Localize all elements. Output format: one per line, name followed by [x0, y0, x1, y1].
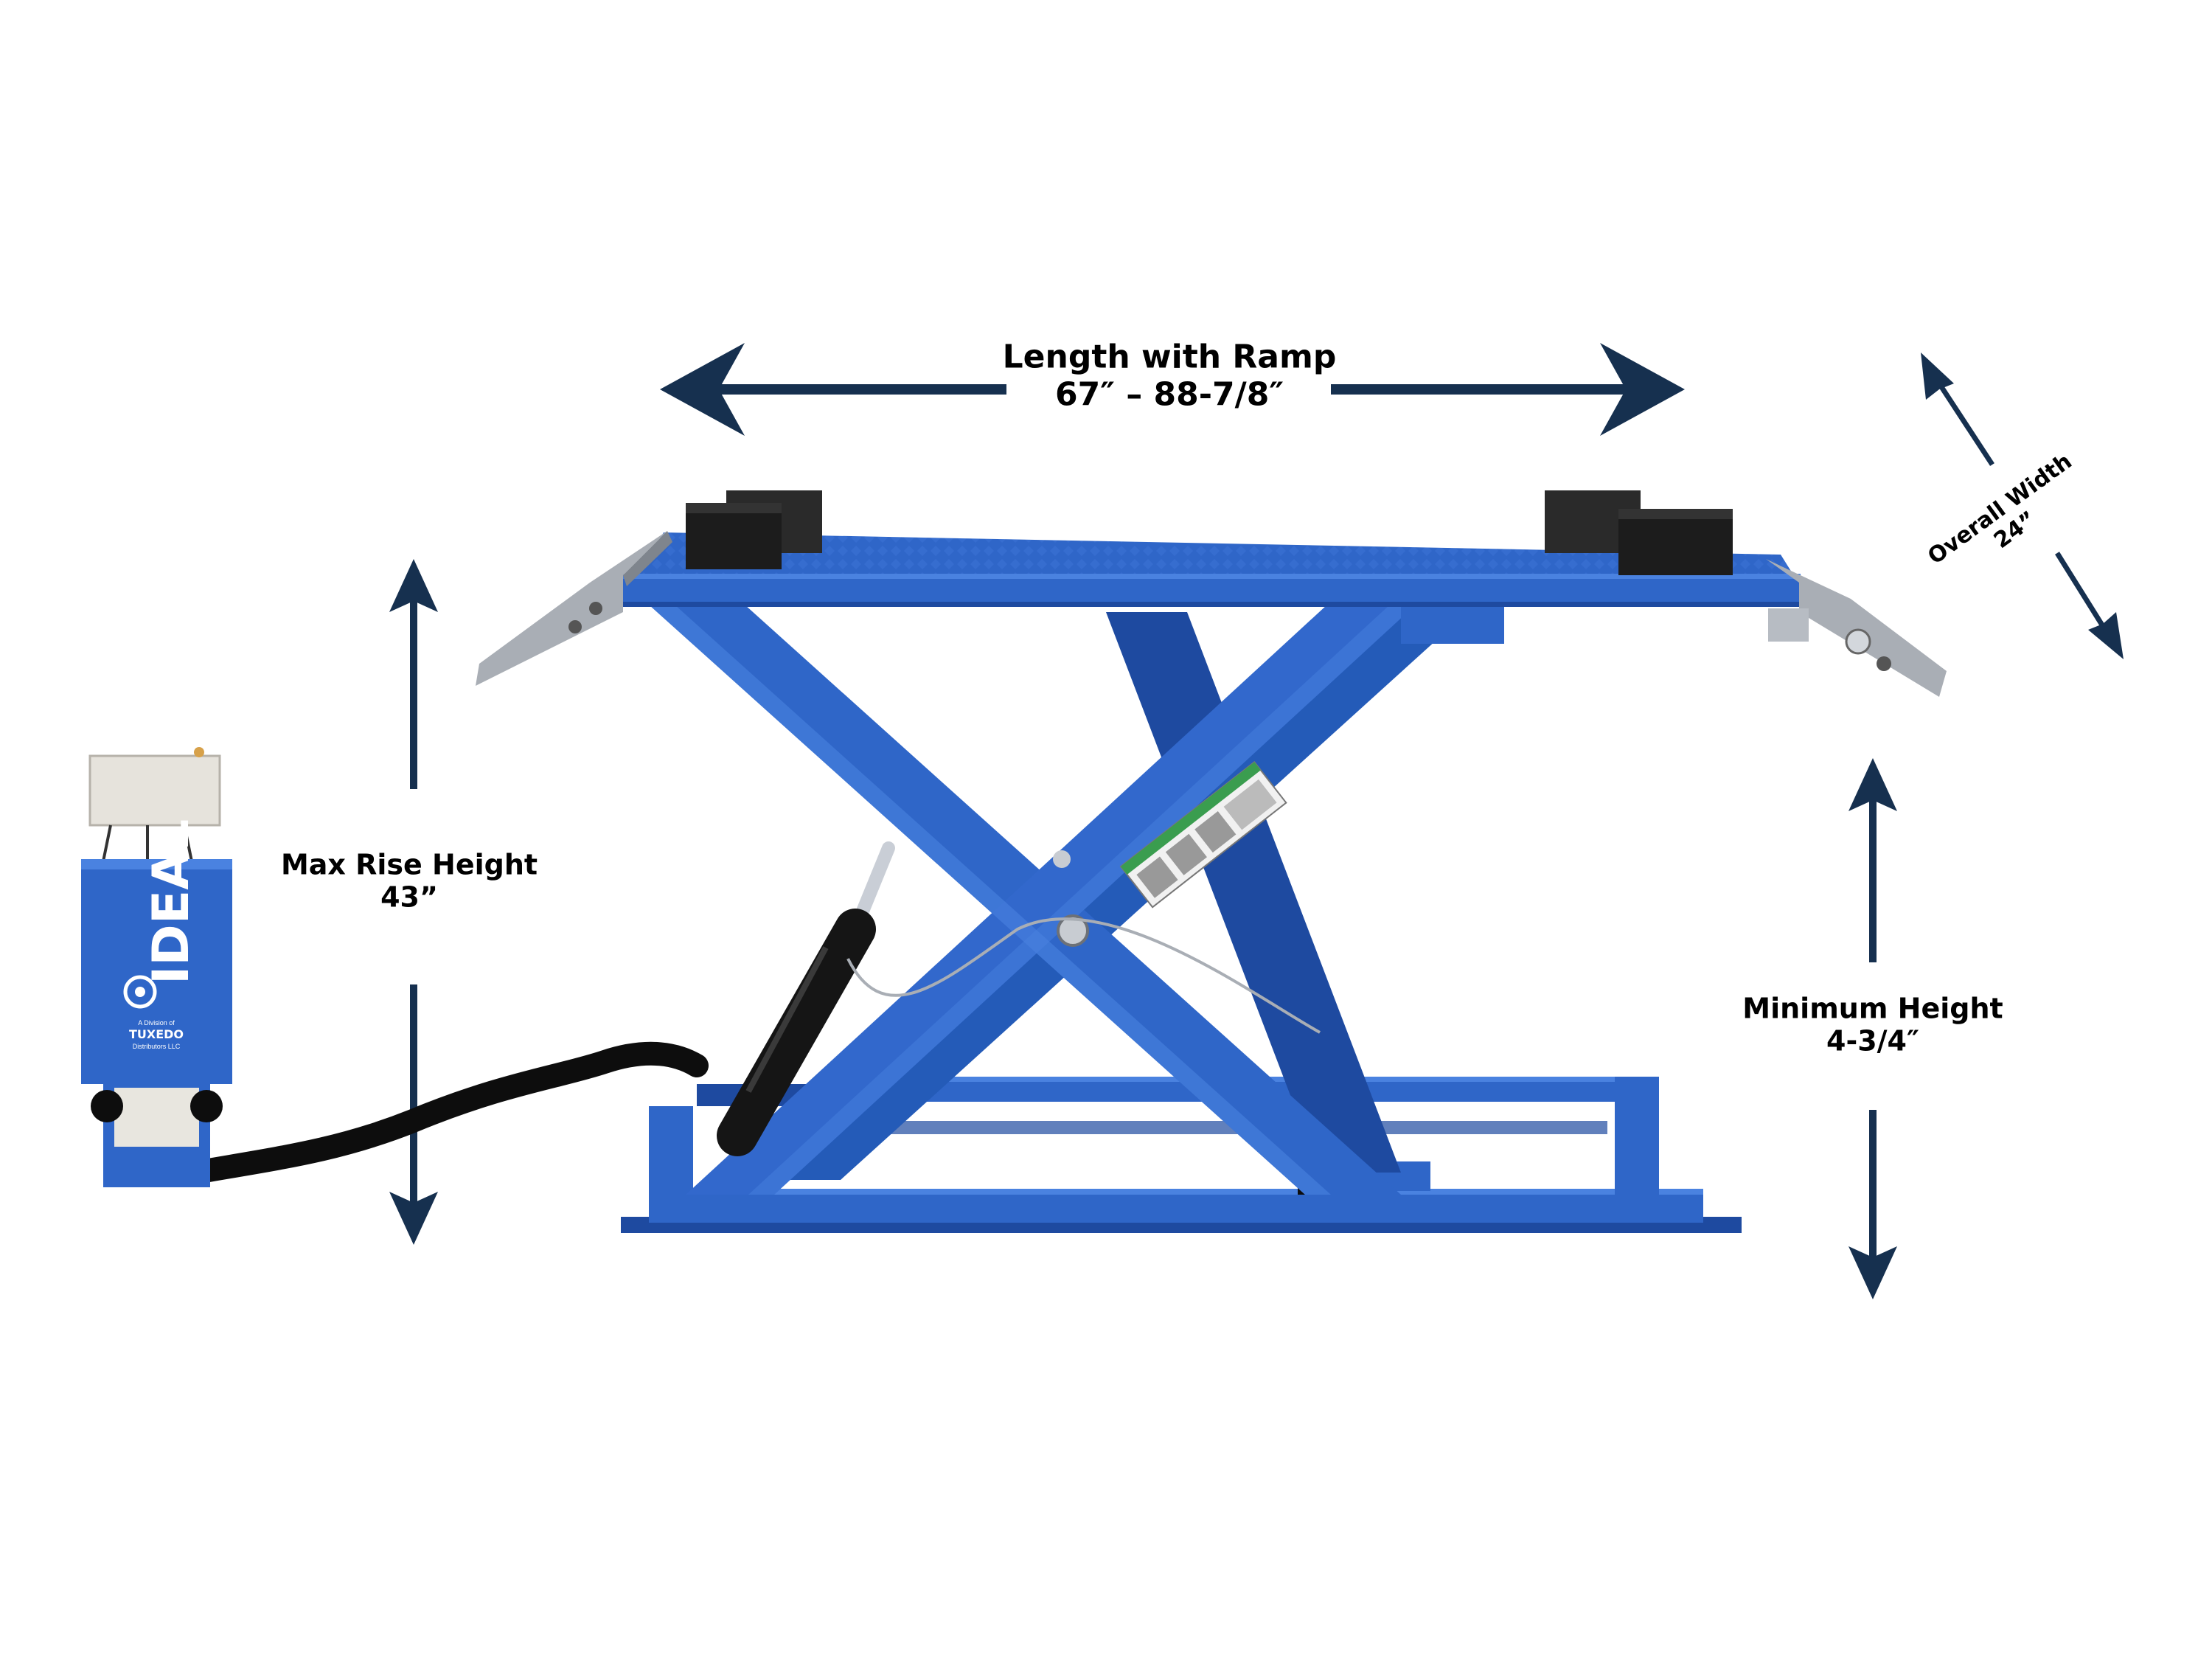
- division-line-text: A Division of: [138, 1019, 175, 1027]
- overall-width-arrow-bottom-head: [2088, 612, 2124, 659]
- ideal-logo-text: IDEAL: [142, 819, 201, 984]
- length-label-value: 67″ – 88-7/8″: [1055, 375, 1284, 413]
- control-unit-motor: [88, 754, 221, 827]
- max-rise-label-value: 43”: [380, 881, 438, 913]
- tuxedo-sub-text: Distributors LLC: [133, 1043, 181, 1050]
- right-ramp: [1766, 559, 1947, 697]
- length-arrow: [660, 343, 1685, 436]
- length-label-title: Length with Ramp: [1002, 338, 1337, 376]
- platform-deck: [621, 532, 1801, 644]
- pad-right-front: [1618, 509, 1733, 575]
- min-height-arrow-top-head: [1848, 758, 1897, 811]
- left-ramp: [476, 531, 672, 686]
- min-height-label: Minimum Height 4-3/4″: [1742, 993, 2003, 1057]
- hydraulic-cylinder: [717, 841, 1321, 1156]
- max-rise-label-title: Max Rise Height: [280, 848, 538, 881]
- control-unit-housing: [81, 859, 232, 1084]
- length-arrow-left-head: [660, 343, 745, 436]
- hydraulic-hose: [184, 1041, 709, 1184]
- pivot-bolt: [1057, 914, 1089, 947]
- length-arrow-right-head: [1600, 343, 1685, 436]
- pad-left-front: [686, 503, 782, 569]
- min-height-arrow: [1848, 758, 1897, 1299]
- length-label: Length with Ramp 67″ – 88-7/8″: [1003, 338, 1337, 413]
- min-height-label-value: 4-3/4″: [1826, 1024, 1919, 1057]
- overall-width-arrow: [1921, 352, 2124, 659]
- tuxedo-logo-text: TUXEDO: [129, 1027, 184, 1041]
- overall-width-arrow-top-head: [1921, 352, 1954, 400]
- max-rise-arrow: [389, 559, 438, 1245]
- rubber-pads: [686, 490, 1733, 575]
- min-height-label-title: Minimum Height: [1742, 992, 2003, 1025]
- max-rise-arrow-top-head: [389, 559, 438, 612]
- ideal-logo-wheel-icon: [123, 975, 157, 1009]
- max-rise-label: Max Rise Height 43”: [281, 849, 538, 913]
- warning-label: [1119, 760, 1287, 909]
- control-unit: IDEAL A Division of TUXEDO Distributors …: [81, 747, 232, 1187]
- scissor-arms: [649, 605, 1467, 1195]
- max-rise-arrow-bottom-head: [389, 1192, 438, 1245]
- min-height-arrow-bottom-head: [1848, 1246, 1897, 1299]
